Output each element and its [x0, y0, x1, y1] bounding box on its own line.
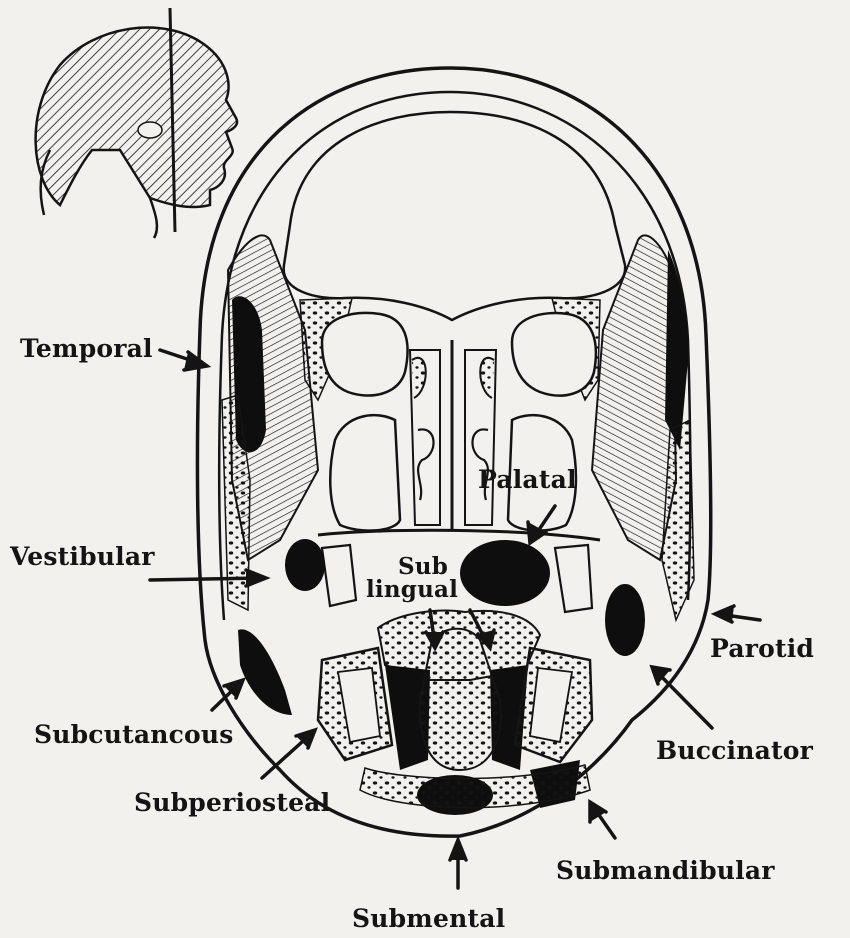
head-silhouette [36, 28, 237, 207]
arrow-submental [450, 840, 466, 888]
arrow-parotid [715, 606, 760, 622]
arrow-buccinator [652, 667, 712, 728]
label-sublingual-line1: Sub [398, 555, 448, 578]
arrow-submandibular [590, 802, 615, 838]
vestibular-space [285, 539, 325, 591]
label-buccinator: Buccinator [656, 738, 813, 763]
label-subperiosteal: Subperiosteal [134, 790, 330, 815]
left-maxillary-sinus [330, 415, 400, 530]
left-orbit [322, 313, 408, 396]
neck-front-line [150, 198, 157, 238]
label-parotid: Parotid [710, 636, 814, 661]
head-orientation-inset [36, 8, 237, 238]
right-buccal-space [605, 584, 645, 656]
skull-section [197, 68, 710, 836]
label-submental: Submental [352, 906, 505, 931]
label-sublingual-line2: lingual [366, 578, 458, 601]
right-orbit [512, 313, 596, 396]
label-subcutaneous: Subcutancous [34, 722, 234, 747]
label-palatal: Palatal [478, 467, 577, 492]
ear-opening [138, 122, 162, 138]
label-submandibular: Submandibular [556, 858, 775, 883]
label-vestibular: Vestibular [10, 544, 155, 569]
label-temporal: Temporal [20, 336, 153, 361]
palatal-space [460, 540, 550, 606]
